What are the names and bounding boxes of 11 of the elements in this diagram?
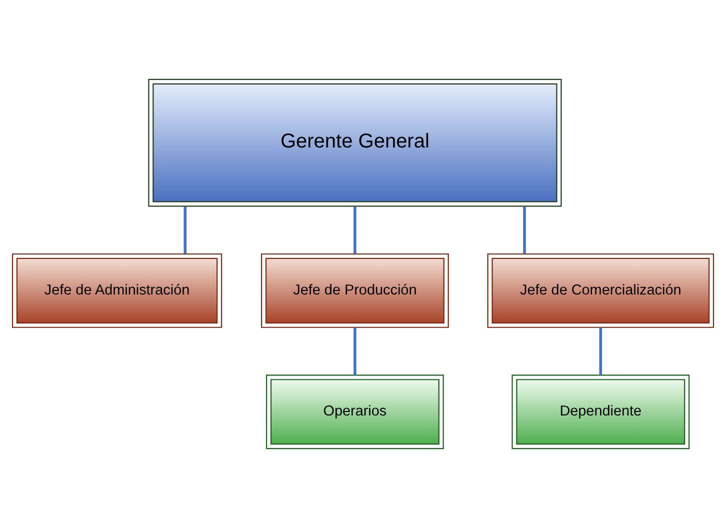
node-box: Jefe de Administración (12, 252, 222, 328)
node-box: Operarios (266, 374, 444, 449)
connector (599, 327, 602, 375)
node-box: Jefe de Comercialización (487, 252, 714, 328)
connector (354, 327, 356, 375)
node-box: Gerente General (148, 78, 562, 206)
node-box: Dependiente (512, 374, 690, 449)
node-box: Jefe de Producción (261, 252, 449, 328)
connector (184, 206, 186, 254)
connector (523, 206, 526, 254)
connector (354, 206, 356, 254)
